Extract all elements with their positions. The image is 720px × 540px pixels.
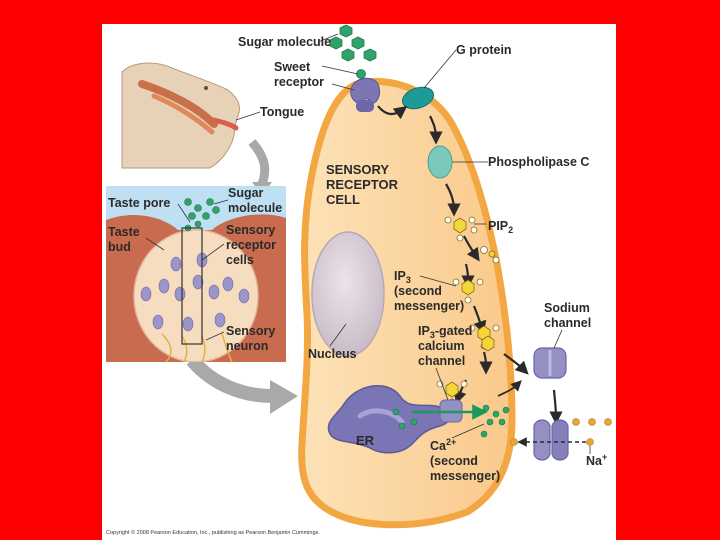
label-sugar-molecule: Sugar molecule	[238, 35, 331, 49]
label-sweet-receptor-2: receptor	[274, 75, 324, 89]
zoom-arrow-inset-to-cell	[186, 355, 273, 403]
head-illustration	[121, 62, 241, 169]
label-ip3-gated-channel: IP3-gated	[418, 324, 472, 340]
label-ip3-line3: messenger)	[394, 299, 464, 313]
label-inset-sugar: Sugar	[228, 186, 264, 200]
label-sweet-receptor: Sweet	[274, 60, 311, 74]
label-calcium: Ca2+	[430, 437, 456, 453]
label-inset-sensory-cells-2: receptor	[226, 238, 276, 252]
label-sensory-receptor-cell-2: RECEPTOR	[326, 177, 399, 192]
label-taste-pore: Taste pore	[108, 196, 170, 210]
calcium-ions	[392, 404, 510, 438]
label-inset-sensory-neuron: Sensory	[226, 324, 275, 338]
label-inset-sensory-cells-3: cells	[226, 253, 254, 267]
zoom-arrow-head-to-inset	[248, 139, 270, 186]
label-nucleus: Nucleus	[308, 347, 357, 361]
sodium-ions	[510, 418, 612, 446]
ip3-molecules	[436, 216, 500, 406]
label-sodium-channel: Sodium	[544, 301, 590, 315]
taste-bud-inset	[106, 186, 286, 362]
sugar-molecules	[329, 24, 377, 79]
label-er: ER	[356, 433, 375, 448]
label-ip3-gated-line3: channel	[418, 354, 465, 368]
label-calcium-line2: (second	[430, 454, 478, 468]
label-ip3-gated-line2: calcium	[418, 339, 465, 353]
label-calcium-line3: messenger)	[430, 469, 500, 483]
label-sodium-channel-2: channel	[544, 316, 591, 330]
label-tongue: Tongue	[260, 105, 304, 119]
diagram-labels: Sugar molecule Sweet receptor Tongue G p…	[106, 33, 607, 536]
label-taste-bud-2: bud	[108, 240, 131, 254]
label-phospholipase-c: Phospholipase C	[488, 155, 589, 169]
phospholipase-c	[427, 145, 453, 179]
sodium-channel-closed	[533, 347, 567, 379]
label-pip2: PIP2	[488, 219, 513, 235]
pip2-molecule	[444, 216, 478, 242]
ip3-molecule	[452, 278, 484, 304]
label-inset-sugar-2: molecule	[228, 201, 282, 215]
label-ip3: IP3	[394, 269, 411, 285]
label-inset-sensory-neuron-2: neuron	[226, 339, 268, 353]
copyright-notice: Copyright © 2008 Pearson Education, Inc.…	[106, 529, 320, 536]
sweet-receptor	[350, 77, 381, 112]
nucleus	[311, 231, 385, 357]
endoplasmic-reticulum	[327, 385, 450, 454]
label-g-protein: G protein	[456, 43, 512, 57]
taste-transduction-diagram: Sugar molecule Sweet receptor Tongue G p…	[106, 24, 612, 536]
label-taste-bud: Taste	[108, 225, 140, 239]
sodium-channel-open	[533, 419, 569, 461]
label-sensory-receptor-cell: SENSORY	[326, 162, 389, 177]
label-sensory-receptor-cell-3: CELL	[326, 192, 360, 207]
label-inset-sensory-cells: Sensory	[226, 223, 275, 237]
figure-panel: Sugar molecule Sweet receptor Tongue G p…	[102, 24, 616, 540]
label-ip3-line2: (second	[394, 284, 442, 298]
label-sodium-ion: Na+	[586, 452, 607, 468]
g-protein	[401, 86, 435, 110]
